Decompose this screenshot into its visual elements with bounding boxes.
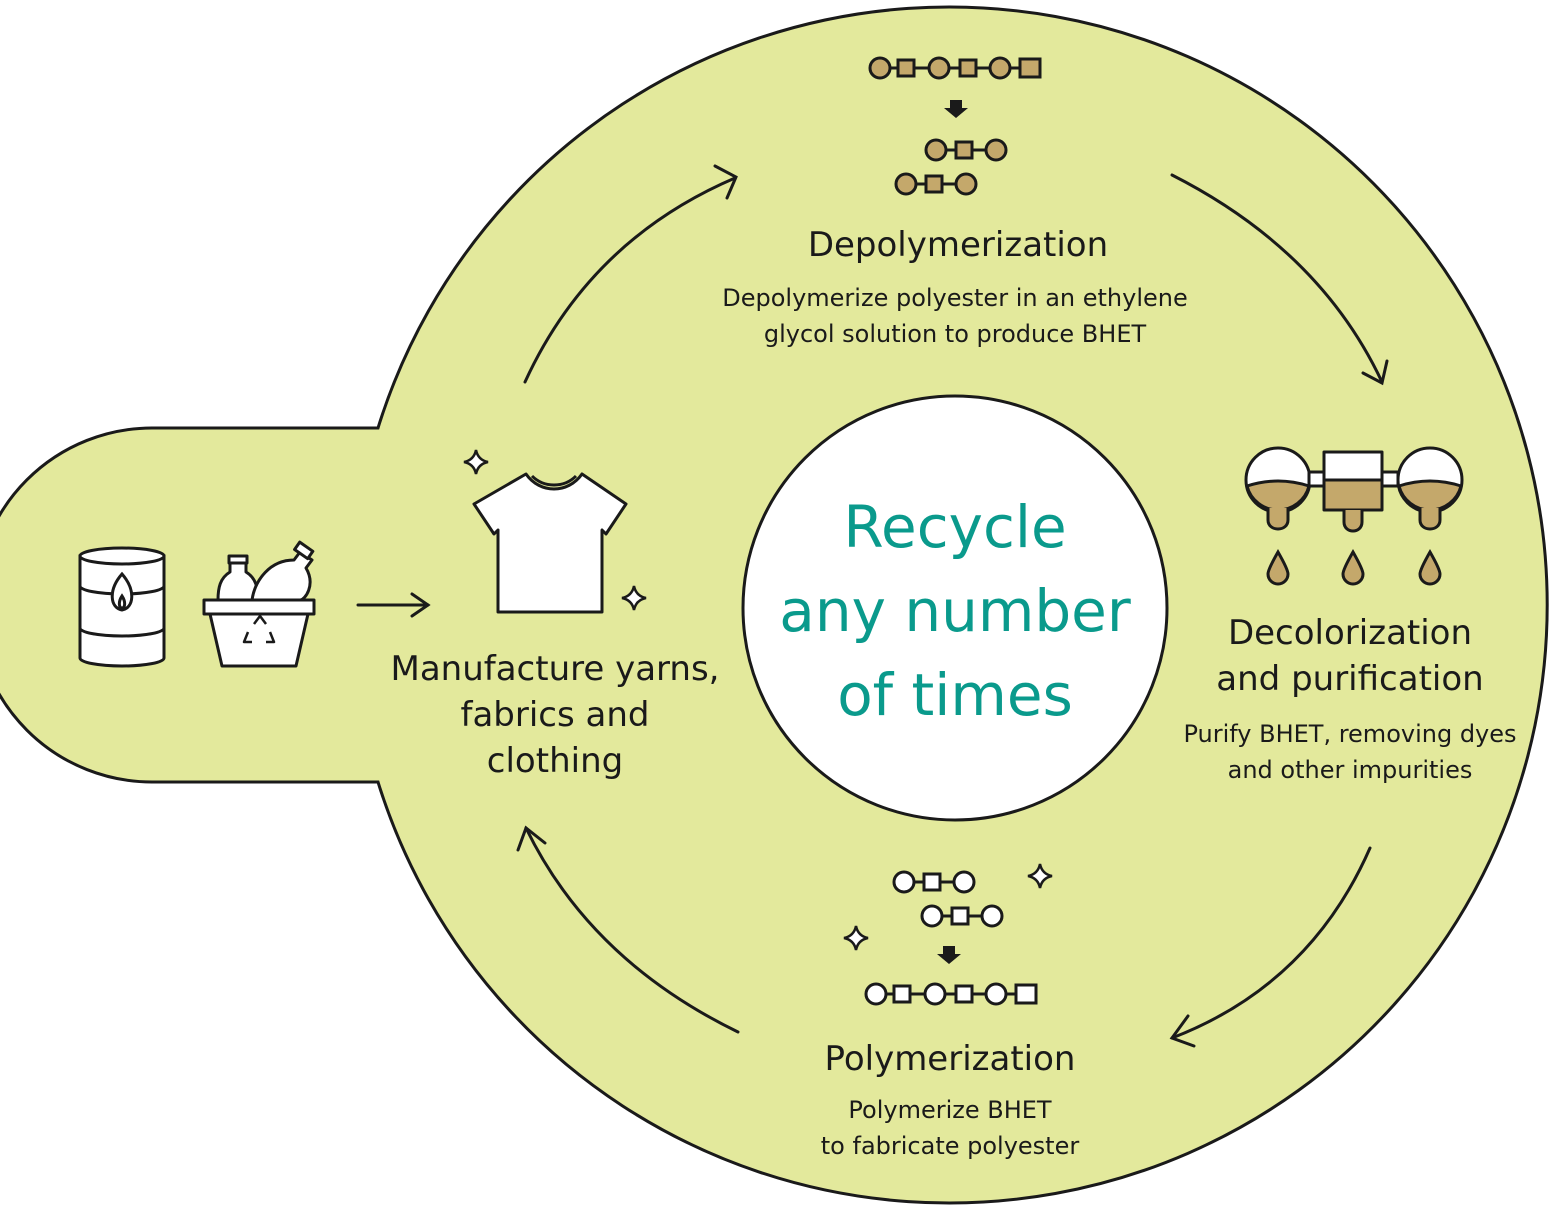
polymerization-title: Polymerization [824,1039,1076,1079]
center-line-2: any number [779,577,1131,645]
arrowhead-manufacture [516,825,547,852]
center-line-1: Recycle [843,493,1067,561]
decolorization-title-line-2: and purification [1216,659,1484,699]
center-line-3: of times [837,661,1073,729]
droplet-icon [1266,548,1442,586]
center-title: Recycle any number of times [750,485,1160,737]
center-circle [741,394,1169,822]
arrowhead-polymerization [1169,1014,1196,1048]
polymerization-desc-line-1: Polymerize BHET [848,1096,1052,1124]
decolorization-title-line-1: Decolorization [1227,613,1473,653]
arrow-to-decolorization [1170,173,1384,384]
arrow-to-polymerization [1170,846,1372,1040]
manufacture-line-2: fabrics and [460,695,650,735]
arrow-to-manufacture [524,826,740,1034]
manufacture-label: Manufacture yarns, fabrics and clothing [375,646,735,784]
manufacture-line-1: Manufacture yarns, [390,649,720,689]
depolymerization-desc-line-2: glycol solution to produce BHET [763,320,1147,348]
polymer-chain-icon [864,870,1038,1006]
decolorization-desc-line-1: Purify BHET, removing dyes [1183,720,1517,748]
tshirt-icon [472,472,628,614]
molecule-chain-icon [868,56,1042,196]
manufacture-line-3: clothing [486,741,624,781]
decolorization-title: Decolorization and purification [1160,610,1540,702]
arrowhead-depolymerization [713,164,738,200]
arrow-to-depolymerization [523,176,737,384]
polymerization-desc-line-2: to fabricate polyester [820,1132,1080,1160]
arrowhead-decolorization [1361,359,1389,386]
depolymerization-desc-line-1: Depolymerize polyester in an ethylene [722,284,1188,312]
cycle-arrows [356,164,1389,1048]
decolorization-desc-line-2: and other impurities [1227,756,1473,784]
decolorization-icon [1244,446,1464,533]
depolymerization-desc: Depolymerize polyester in an ethylene gl… [680,280,1230,352]
decolorization-desc: Purify BHET, removing dyes and other imp… [1160,716,1540,788]
sparkle-icon [463,449,1053,951]
oil-drum-icon [78,546,166,668]
recycle-bin-icon [202,540,316,668]
depolymerization-title: Depolymerization [807,225,1109,265]
input-arrowhead [410,592,431,618]
polymerization-desc: Polymerize BHET to fabricate polyester [750,1092,1150,1164]
